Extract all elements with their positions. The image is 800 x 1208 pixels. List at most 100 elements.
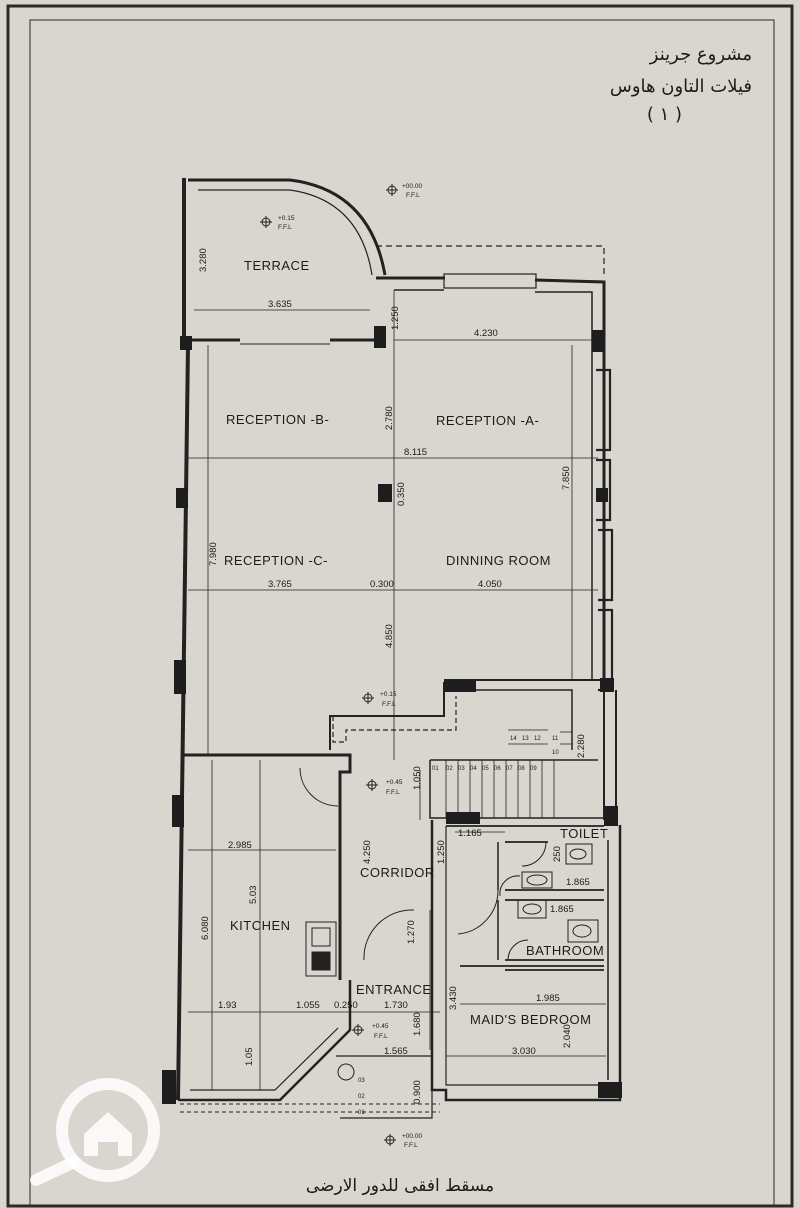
- plan-caption: مسقط افقى للدور الارضى: [305, 1176, 495, 1196]
- dimension: 4.230: [474, 328, 498, 339]
- dinning-room-label: DINNING ROOM: [446, 553, 551, 568]
- stair-step: 09: [530, 766, 537, 772]
- stair-step: 14: [510, 736, 517, 742]
- dimension: 0.300: [370, 579, 394, 590]
- model-number: ( ١ ): [646, 104, 682, 125]
- svg-text:F.F.L: F.F.L: [382, 701, 396, 708]
- dimension: 1.565: [384, 1046, 408, 1057]
- reception-b-label: RECEPTION -B-: [226, 412, 329, 427]
- svg-text:+00.00: +00.00: [402, 183, 422, 190]
- stair-step: 05: [482, 766, 489, 772]
- door-swings: [299, 767, 547, 961]
- dimension: 1.865: [550, 904, 574, 915]
- dimension: 4.250: [362, 840, 373, 864]
- reception-a-label: RECEPTION -A-: [436, 413, 539, 428]
- dimension: 1.270: [406, 920, 417, 944]
- terrace-label: TERRACE: [244, 258, 310, 273]
- dimension: 1.250: [436, 840, 447, 864]
- dimension: 3.030: [512, 1046, 536, 1057]
- stair-step: 01: [432, 766, 439, 772]
- level-marker: +0.45 F.F.L: [366, 779, 403, 796]
- dimension: 2.280: [576, 734, 587, 758]
- dimension: 250: [552, 846, 563, 862]
- dimension: 1.165: [458, 828, 482, 839]
- columns: [162, 326, 622, 1104]
- svg-text:+0.45: +0.45: [386, 779, 403, 786]
- svg-text:+0.15: +0.15: [380, 691, 397, 698]
- dimension: 1.985: [536, 993, 560, 1004]
- dimension: 7.850: [561, 466, 572, 490]
- dimension: 4.850: [384, 624, 395, 648]
- stair-step: 12: [534, 736, 541, 742]
- stair-step: 13: [522, 736, 529, 742]
- bathroom-label: BATHROOM: [526, 943, 604, 958]
- svg-text:F.F.L: F.F.L: [374, 1033, 388, 1040]
- dimension: 2.780: [384, 406, 395, 430]
- dimension: 5.03: [248, 886, 259, 905]
- level-markers: +00.00 F.F.L +0.15 F.F.L +0.15 F.F.L +0.…: [260, 183, 422, 1149]
- dimension: 8.115: [404, 447, 427, 458]
- toilet-label: TOILET: [560, 826, 608, 841]
- level-marker: +0.15 F.F.L: [260, 215, 295, 231]
- level-marker: +0.45 F.F.L: [352, 1023, 389, 1040]
- kitchen-label: KITCHEN: [230, 918, 291, 933]
- dimension: 1.730: [384, 1000, 408, 1011]
- dimension: 7.980: [208, 542, 219, 566]
- dimension: 1.250: [390, 306, 401, 330]
- maids-bedroom-label: MAID'S BEDROOM: [470, 1012, 591, 1027]
- svg-text:F.F.L: F.F.L: [404, 1142, 418, 1149]
- dimension: 6.080: [200, 916, 211, 940]
- corridor-label: CORRIDOR: [360, 865, 435, 880]
- stair-step: 07: [506, 766, 513, 772]
- svg-text:+00.00: +00.00: [402, 1133, 422, 1140]
- dimension-labels: 3.280 3.635 1.250 4.230 2.780 8.115 0.35…: [198, 248, 590, 1104]
- walls: [176, 178, 622, 1119]
- sheet-inner-border: [29, 19, 775, 1207]
- sanitary-fixtures: [305, 843, 599, 1081]
- entrance-label: ENTRANCE: [356, 982, 432, 997]
- watermark-logo: [30, 1078, 160, 1186]
- project-title: مشروع جرينز: [649, 44, 752, 65]
- dimension: 3.635: [268, 299, 292, 310]
- svg-text:F.F.L: F.F.L: [278, 224, 292, 231]
- dimension-lines: [188, 290, 606, 1090]
- svg-text:+0.45: +0.45: [372, 1023, 389, 1030]
- svg-text:+0.15: +0.15: [278, 215, 295, 222]
- front-step: 01: [358, 1110, 365, 1116]
- stair-step: 03: [458, 766, 465, 772]
- level-marker: +00.00 F.F.L: [386, 183, 422, 199]
- stair-step: 02: [446, 766, 453, 772]
- dimension: 1.865: [566, 877, 590, 888]
- dimension: 3.280: [198, 248, 209, 272]
- stair-treads: [445, 729, 572, 818]
- svg-text:F.F.L: F.F.L: [386, 789, 400, 796]
- dimension: 3.430: [448, 986, 459, 1010]
- stair-outline: [332, 696, 457, 743]
- dimension: 0.350: [396, 482, 407, 506]
- overhang-outline: [376, 245, 605, 278]
- dimension: 4.050: [478, 579, 502, 590]
- stair-step: 11: [552, 736, 559, 742]
- front-step: 02: [358, 1094, 365, 1100]
- stair-step: 08: [518, 766, 525, 772]
- dimension: 2.985: [228, 840, 252, 851]
- level-marker: +0.15 F.F.L: [362, 691, 397, 708]
- sheet-border: [6, 4, 794, 1208]
- dimension: 1.93: [218, 1000, 237, 1011]
- front-step: 03: [358, 1078, 365, 1084]
- dimension: 0.250: [334, 1000, 358, 1011]
- villa-type-title: فيلات التاون هاوس: [609, 76, 752, 97]
- stair-step: 06: [494, 766, 501, 772]
- svg-text:F.F.L: F.F.L: [406, 192, 420, 199]
- dimension: 0.900: [412, 1080, 423, 1104]
- stair-numbers: 01 02 03 04 05 06 07 08 09 10 11 14 13 1…: [358, 736, 559, 1116]
- reception-c-label: RECEPTION -C-: [224, 553, 328, 568]
- dimension: 1.055: [296, 1000, 320, 1011]
- dimension: 1.05: [244, 1048, 255, 1067]
- dimension: 1.680: [412, 1012, 423, 1036]
- dimension: 1.050: [412, 766, 423, 790]
- stair-step: 04: [470, 766, 477, 772]
- room-labels: TERRACE RECEPTION -B- RECEPTION -A- RECE…: [224, 258, 608, 1027]
